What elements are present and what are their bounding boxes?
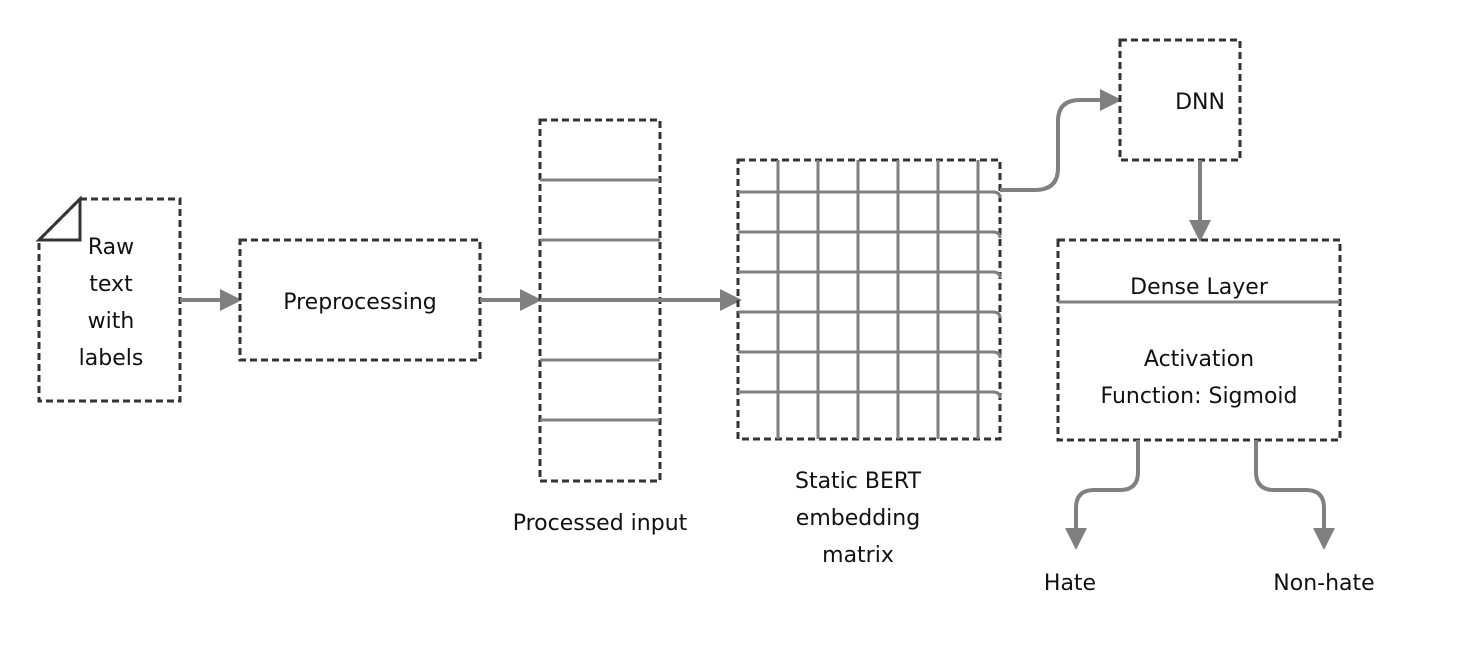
embedding-matrix: Static BERT embedding matrix — [736, 158, 1002, 568]
dense-layer-label: Dense Layer — [1130, 275, 1269, 300]
processed-input-vector: Processed input — [513, 118, 742, 536]
raw-text-line-2: text — [89, 272, 133, 297]
arrow-to-non-hate: Non-hate — [1254, 440, 1375, 596]
arrow-to-hate: Hate — [1044, 440, 1140, 596]
raw-text-line-4: labels — [79, 346, 144, 371]
processed-input-label: Processed input — [513, 511, 688, 536]
activation-label-line-1: Activation — [1144, 347, 1254, 372]
arrow-preprocessing-to-input — [480, 289, 542, 311]
non-hate-label: Non-hate — [1273, 571, 1374, 596]
embedding-label-line-2: embedding — [796, 506, 920, 531]
dense-layer-box: Dense Layer Activation Function: Sigmoid — [1056, 238, 1342, 442]
embedding-grid-columns — [776, 160, 980, 439]
arrow-raw-to-preprocessing — [180, 289, 242, 311]
activation-label-line-2: Function: Sigmoid — [1101, 384, 1298, 409]
arrow-dnn-to-dense — [1189, 160, 1211, 242]
embedding-grid-rows — [738, 190, 1002, 399]
raw-text-document: Raw text with labels — [35, 195, 182, 403]
dnn-label: DNN — [1175, 90, 1225, 115]
raw-text-line-3: with — [88, 309, 135, 334]
arrow-matrix-to-dnn — [1000, 89, 1122, 192]
embedding-label-line-1: Static BERT — [795, 469, 922, 494]
dnn-box: DNN — [1118, 38, 1242, 162]
preprocessing-label: Preprocessing — [283, 290, 437, 315]
embedding-label-line-3: matrix — [822, 543, 894, 568]
preprocessing-box: Preprocessing — [238, 238, 482, 362]
raw-text-line-1: Raw — [88, 235, 134, 260]
hate-label: Hate — [1044, 571, 1096, 596]
